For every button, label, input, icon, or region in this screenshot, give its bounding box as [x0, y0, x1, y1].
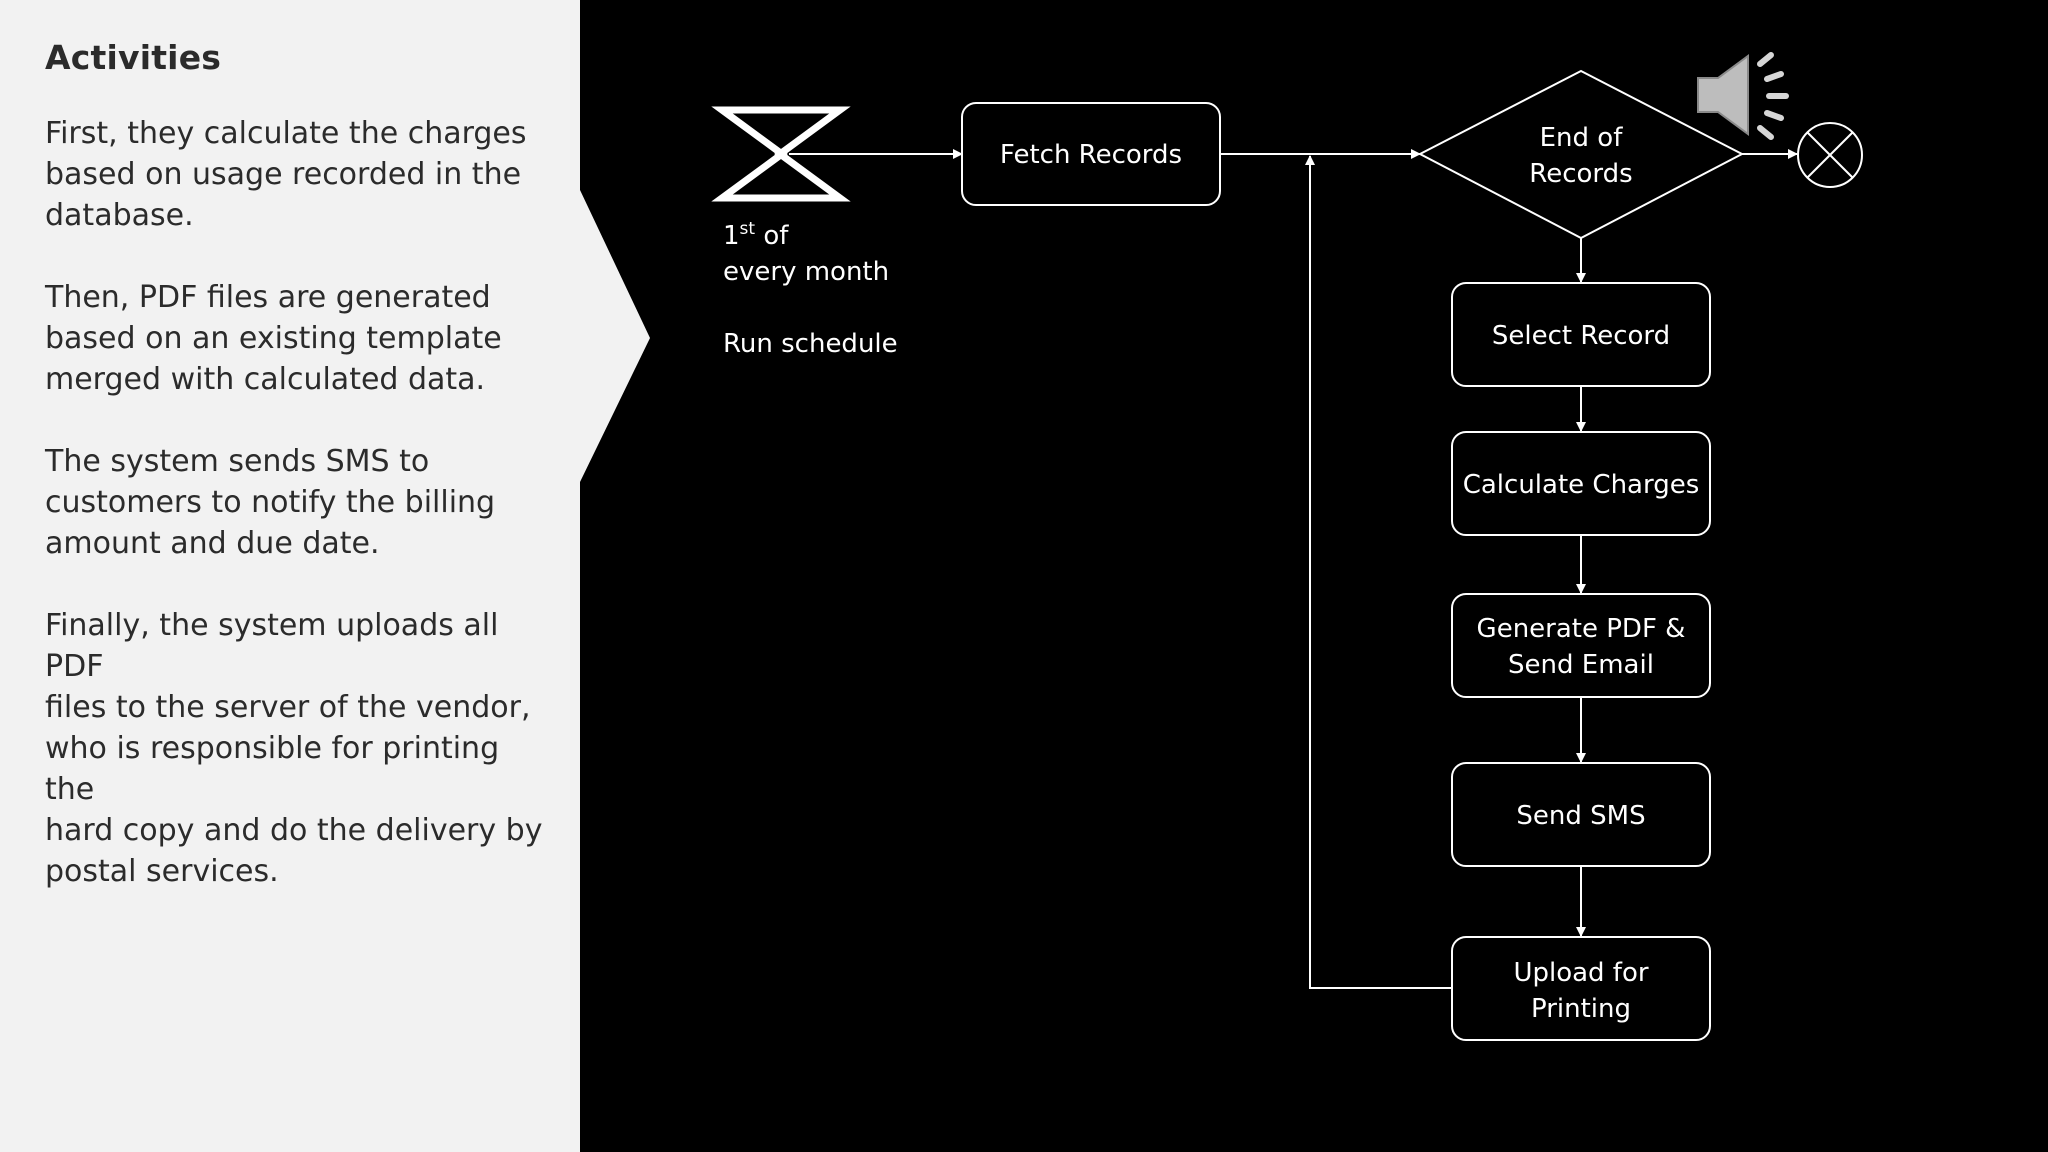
panel-paragraph: Then, PDF files are generated based on an…	[45, 277, 545, 400]
panel-paragraph-line: First, they calculate the charges	[45, 116, 527, 151]
node-send-sms-label: Send SMS	[1516, 801, 1645, 831]
node-generate-pdf: Generate PDF & Send Email	[1451, 593, 1711, 698]
node-fetch-records: Fetch Records	[961, 102, 1221, 206]
node-generate-pdf-label-line1: Generate PDF &	[1477, 614, 1686, 644]
decision-label-line2: Records	[1529, 159, 1632, 189]
panel-paragraph-line: amount and due date.	[45, 526, 380, 561]
panel-paragraph-line: files to the server of the vendor,	[45, 690, 531, 725]
decision-label-line1: End of	[1540, 123, 1624, 153]
node-upload-printing-label-line2: Printing	[1531, 994, 1631, 1024]
trigger-label-line3: Run schedule	[723, 329, 898, 359]
panel-paragraphs: First, they calculate the charges based o…	[45, 113, 545, 892]
panel-paragraph-line: customers to notify the billing	[45, 485, 496, 520]
node-select-record: Select Record	[1451, 282, 1711, 387]
panel-paragraph-line: hard copy and do the delivery by	[45, 813, 543, 848]
panel-paragraph-line: The system sends SMS to	[45, 444, 430, 479]
panel-paragraph: The system sends SMS to customers to noti…	[45, 441, 545, 564]
node-fetch-records-label: Fetch Records	[1000, 140, 1182, 170]
trigger-label-line1: 1st of	[723, 219, 789, 251]
node-calculate-charges-label: Calculate Charges	[1463, 470, 1700, 500]
connectors	[789, 149, 1798, 989]
panel-paragraph: First, they calculate the charges based o…	[45, 113, 545, 236]
hourglass-timer-icon	[711, 106, 851, 202]
panel-paragraph-line: database.	[45, 198, 194, 233]
panel-paragraph-line: Finally, the system uploads all PDF	[45, 608, 499, 684]
node-upload-printing: Upload for Printing	[1451, 936, 1711, 1041]
panel-paragraph-line: based on an existing template	[45, 321, 502, 356]
trigger-label-line2: every month	[723, 257, 889, 287]
node-end-of-records-decision: End of Records	[1417, 69, 1745, 240]
arrow-upload-loop-back	[1305, 155, 1452, 989]
speaker-icon	[1697, 52, 1789, 140]
panel-paragraph-line: Then, PDF files are generated	[45, 280, 491, 315]
panel-paragraph-line: who is responsible for printing the	[45, 731, 500, 807]
panel-paragraph-line: merged with calculated data.	[45, 362, 486, 397]
panel-paragraph: Finally, the system uploads all PDF files…	[45, 605, 545, 892]
node-select-record-label: Select Record	[1492, 321, 1670, 351]
panel-paragraph-line: based on usage recorded in the	[45, 157, 522, 192]
node-generate-pdf-label-line2: Send Email	[1508, 650, 1654, 680]
activities-panel: Activities First, they calculate the cha…	[45, 38, 545, 933]
end-event-icon	[1797, 122, 1863, 188]
node-upload-printing-label-line1: Upload for	[1513, 958, 1648, 988]
node-send-sms: Send SMS	[1451, 762, 1711, 867]
panel-paragraph-line: postal services.	[45, 854, 279, 889]
panel-title: Activities	[45, 38, 222, 77]
node-calculate-charges: Calculate Charges	[1451, 431, 1711, 536]
